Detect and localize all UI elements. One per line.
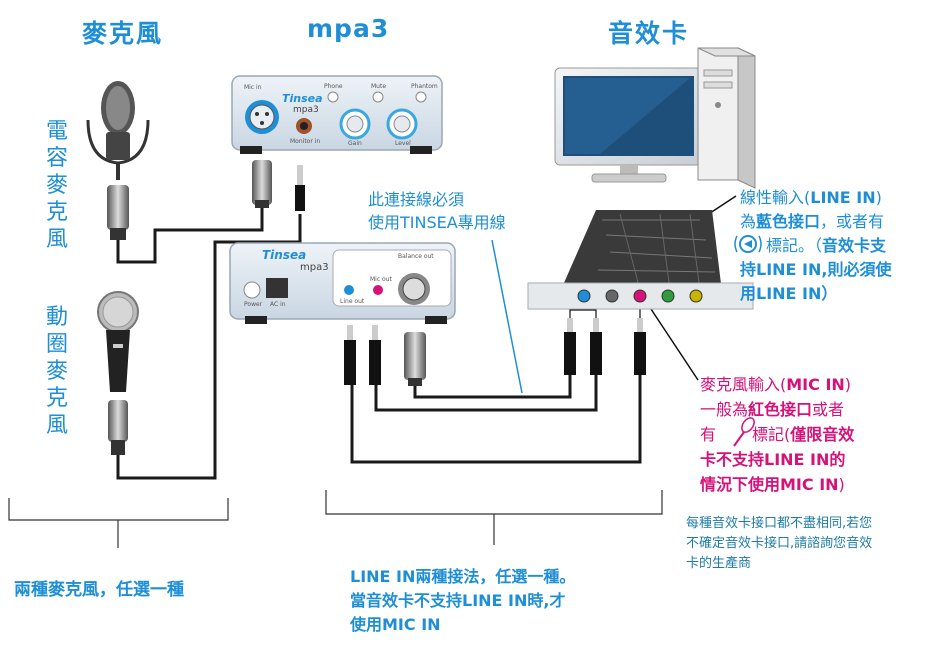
bottom-center-line2: 當音效卡不支持LINE IN時,才 <box>350 591 566 610</box>
line-in-note-4: 持LINE IN,則必須使 <box>740 260 892 279</box>
mic-in-note: 麥克風輸入(MIC IN) 一般為紅色接口或者 有 標記(僅限音效 卡不支持LIN… <box>700 372 854 497</box>
bottom-center-caption: LINE IN兩種接法，任選一種。 當音效卡不支持LINE IN時,才 使用MI… <box>350 565 575 637</box>
back-label-ac-in: AC in <box>270 301 286 308</box>
back-label-power: Power <box>244 301 263 308</box>
line-in-note-3a: 標記。（ <box>766 236 823 255</box>
microphone-symbol-icon <box>733 417 755 447</box>
bottom-left-caption: 兩種麥克風，任選一種 <box>14 580 184 600</box>
soundcard-plugs <box>564 296 646 375</box>
mic-in-note-1c: ) <box>844 375 852 394</box>
dynamic-mic-cable <box>116 214 302 480</box>
mic-in-note-3b: 標記( <box>752 425 791 444</box>
mic-in-note-2b: 紅色接口 <box>748 400 813 419</box>
mic-in-note-3a: 有 <box>700 425 717 444</box>
front-label-level: Level <box>395 140 411 147</box>
mpa3-back-device <box>229 242 456 324</box>
back-brand: Tinsea <box>262 248 307 262</box>
back-model: mpa3 <box>300 262 329 273</box>
mpa3-front-device <box>231 75 443 154</box>
header-mpa3: mpa3 <box>307 14 390 43</box>
header-soundcard: 音效卡 <box>608 19 690 48</box>
line-in-note: 線性輸入(LINE IN) 為藍色接口，或者有 標記。（音效卡支 持LINE I… <box>740 186 891 306</box>
mic-in-note-2a: 一般為 <box>700 400 749 419</box>
line-in-note-2a: 為 <box>740 212 757 231</box>
front-label-mic-in: Mic in <box>244 84 262 91</box>
cable-note-line2: 使用TINSEA專用線 <box>368 213 506 232</box>
cable-note: 此連接線必須 使用TINSEA專用線 <box>368 188 506 234</box>
mic-in-note-1b: MIC IN <box>786 375 845 394</box>
sound-card <box>527 210 754 310</box>
front-label-gain: Gain <box>348 140 362 147</box>
line-in-note-1b: LINE IN <box>810 188 876 207</box>
line-in-note-2c: ，或者有 <box>820 212 885 231</box>
mic-in-note-4: 卡不支持LINE IN的 <box>700 450 846 469</box>
mic-in-pointer <box>642 296 699 381</box>
back-label-line-out: Line out <box>340 298 365 305</box>
cable-note-pointer <box>491 239 523 394</box>
vendor-note-line3: 卡的生產商 <box>686 556 752 571</box>
mic-in-note-3c: 僅限音效 <box>790 425 855 444</box>
label-condenser-mic: 電容麥克風 <box>45 119 68 252</box>
bottom-center-line3: 使用MIC IN <box>350 615 441 634</box>
front-model: mpa3 <box>293 105 319 115</box>
front-label-phantom: Phantom <box>411 83 438 90</box>
vendor-note-line1: 每種音效卡接口都不盡相同,若您 <box>686 516 873 531</box>
line-out-cable-2 <box>374 375 598 412</box>
center-bracket <box>325 490 663 515</box>
left-bracket <box>8 498 229 521</box>
line-in-note-5: 用LINE IN） <box>740 284 838 303</box>
front-label-mute: Mute <box>371 83 387 90</box>
line-in-note-3b: 音效卡支 <box>822 236 887 255</box>
front-brand: Tinsea <box>282 92 323 105</box>
soundcard-vendor-note: 每種音效卡接口都不盡相同,若您 不確定音效卡接口,請諮詢您音效 卡的生產商 <box>686 514 872 574</box>
condenser-microphone <box>86 81 150 240</box>
mic-in-note-5a: 情況下使用MIC IN <box>700 475 839 494</box>
front-label-phone: Phone <box>324 83 343 90</box>
line-in-note-1c: ) <box>875 188 882 207</box>
balance-cable <box>413 375 572 399</box>
computer-tower <box>697 47 756 189</box>
computer-monitor <box>554 67 703 183</box>
label-dynamic-mic: 動圈麥克風 <box>45 305 68 438</box>
dynamic-microphone <box>97 291 139 455</box>
front-label-monitor-in: Monitor in <box>290 138 321 145</box>
condenser-mic-cable <box>116 205 264 264</box>
mic-in-note-1a: 麥克風輸入( <box>700 375 787 394</box>
vendor-note-line2: 不確定音效卡接口,請諮詢您音效 <box>686 536 873 551</box>
line-in-note-1a: 線性輸入( <box>740 188 811 207</box>
brackets <box>8 490 663 548</box>
mic-in-note-2c: 或者 <box>812 400 845 419</box>
bottom-center-line1: LINE IN兩種接法，任選一種。 <box>350 567 576 586</box>
mic-in-note-5b: ) <box>838 475 845 494</box>
line-in-note-2b: 藍色接口 <box>756 212 821 231</box>
front-connectors <box>252 160 305 211</box>
cable-note-line1: 此連接線必須 <box>368 190 465 209</box>
back-label-balance-out: Balance out <box>398 253 434 260</box>
cables <box>116 205 642 480</box>
back-plugs <box>344 325 426 386</box>
line-in-symbol-icon <box>734 235 762 253</box>
line-out-cable-1 <box>350 375 642 464</box>
header-mic: 麥克風 <box>82 19 164 48</box>
back-label-mic-out: Mic out <box>370 276 392 283</box>
